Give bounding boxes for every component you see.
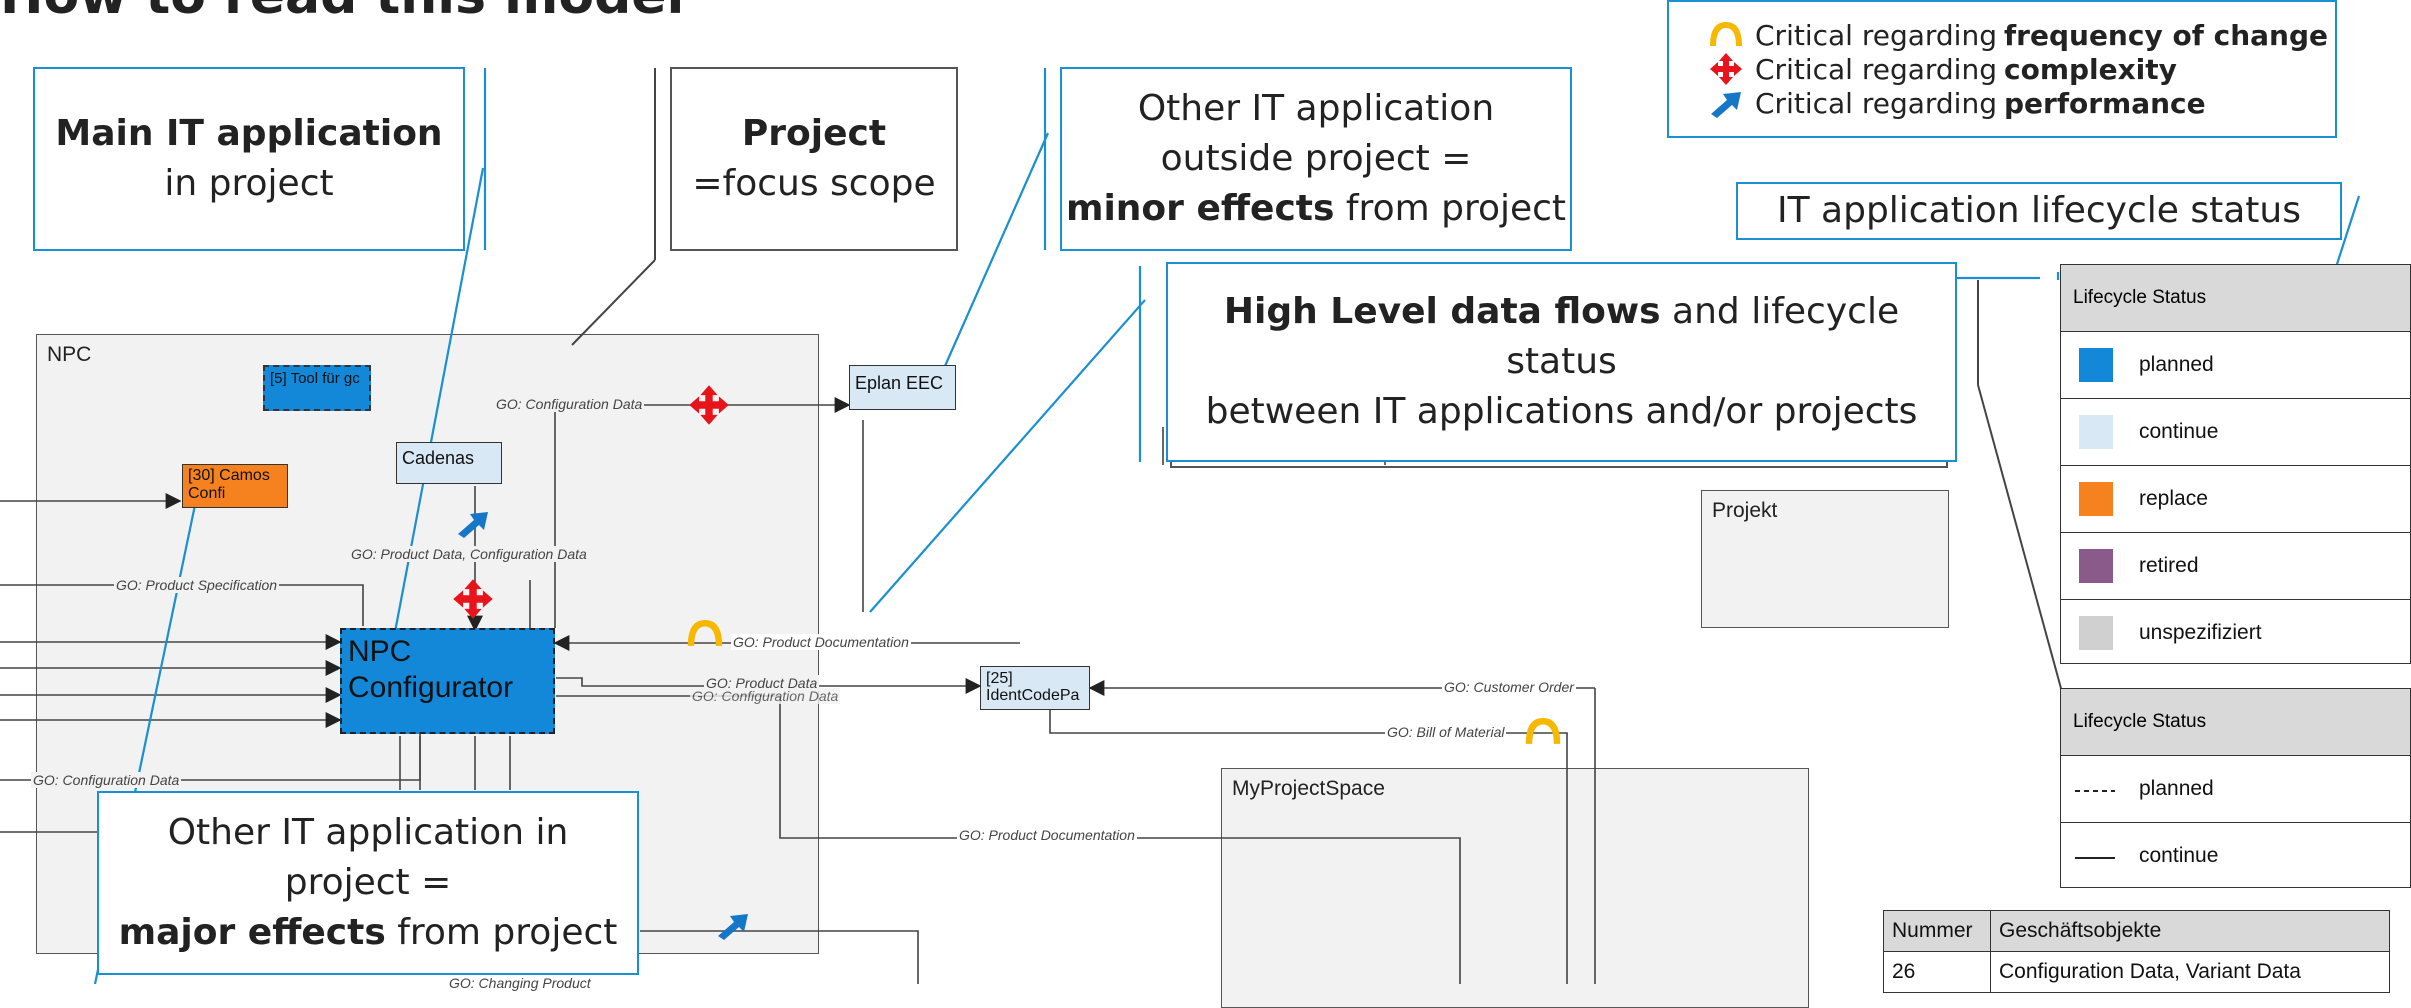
legend-row-retired: retired [2061,532,2410,599]
callout-project-line1: Project [741,113,887,154]
table-header-geschaeftsobjekte: Geschäftsobjekte [1990,910,2390,952]
critical-row-complexity: Critical regarding complexity [1710,52,2177,86]
callout-project-line2: =focus scope [692,163,936,204]
legend-row-line-planned: planned [2061,755,2410,822]
arc-icon [1710,22,1742,47]
business-objects-table: Nummer Geschäftsobjekte 26 Configuration… [1883,910,2390,993]
flow-bill-of-material: GO: Bill of Material [1385,724,1507,740]
flow-config-data-top: GO: Configuration Data [494,396,645,412]
legend-row-unspezifiziert: unspezifiziert [2061,599,2410,666]
callout-other-in-project: Other IT application in project = major … [97,791,639,975]
swatch-retired [2079,549,2113,583]
dashed-line-icon [2075,790,2115,792]
callout-lifecycle-label: IT application lifecycle status [1736,182,2342,240]
callout-main-it-application: Main IT application in project [33,67,465,251]
critical-row-frequency: Critical regarding frequency of change [1710,18,2328,52]
callout-in-bold: major effects [118,912,386,953]
myprojectspace-scope-label: MyProjectSpace [1232,777,1385,800]
legend-row-line-continue: continue [2061,822,2410,889]
flow-cut-bottom: GO: Changing Product [447,975,593,991]
callout-other-outside: Other IT application outside project = m… [1060,67,1572,251]
critical-legend: Critical regarding frequency of change C… [1667,0,2337,138]
callout-in-line2: project = [284,862,452,903]
critical-row-performance: Critical regarding performance [1711,86,2206,120]
legend-row-replace: replace [2061,465,2410,532]
callout-in-line1: Other IT application in [167,812,569,853]
callout-outside-line2: outside project = [1160,138,1472,179]
callout-main-line2: in project [164,163,334,204]
swatch-continue [2079,415,2113,449]
swatch-planned [2079,348,2113,382]
table-row: 26 Configuration Data, Variant Data [1883,951,2390,993]
arc-icon [687,620,723,646]
legend-row-continue: continue [2061,398,2410,465]
callout-project: Project =focus scope [670,67,958,251]
app-identcodepa[interactable]: [25] IdentCodePa [980,666,1090,710]
page-title: How to read this model [0,0,684,26]
npc-scope-label: NPC [47,343,92,366]
app-tool[interactable]: [5] Tool für gc [263,365,371,411]
lifecycle-legend-header: Lifecycle Status [2061,265,2410,331]
callout-high-level-bold: High Level data flows [1223,291,1661,332]
flow-config-data-left: GO: Configuration Data [31,772,182,788]
arrow-icon [458,512,488,538]
myprojectspace-scope[interactable]: MyProjectSpace [1221,768,1809,1008]
arrow-icon [718,914,748,940]
app-cadenas[interactable]: Cadenas [396,442,502,484]
cross-arrows-icon [689,385,729,425]
flow-customer-order: GO: Customer Order [1442,679,1576,695]
projekt-scope-label: Projekt [1712,499,1778,522]
arc-icon [1525,718,1561,744]
flow-product-doc-2: GO: Product Documentation [957,827,1137,843]
cross-arrows-icon [1710,53,1742,85]
app-npc-configurator[interactable]: NPC Configurator [340,628,555,734]
callout-in-rest: from project [385,912,618,953]
callout-high-level-line2: between IT applications and/or projects [1205,391,1918,432]
callout-outside-line1: Other IT application [1137,88,1495,129]
arrow-icon [1711,92,1741,118]
flow-product-config: GO: Product Data, Configuration Data [349,546,589,562]
projekt-scope[interactable]: Projekt [1701,490,1949,628]
flow-product-spec: GO: Product Specification [114,577,280,593]
line-legend-header: Lifecycle Status [2061,689,2410,755]
swatch-unspezifiziert [2079,616,2113,650]
swatch-replace [2079,482,2113,516]
legend-row-planned: planned [2061,331,2410,398]
app-eplan[interactable]: Eplan EEC [849,365,956,410]
app-camos[interactable]: [30] Camos Confi [182,464,288,508]
flow-config-data-mid: GO: Configuration Data [690,688,841,704]
line-status-legend: Lifecycle Status planned continue [2060,688,2411,888]
callout-outside-rest: from project [1334,188,1567,229]
callout-outside-bold: minor effects [1065,188,1335,229]
solid-line-icon [2075,857,2115,859]
lifecycle-status-legend: Lifecycle Status planned continue replac… [2060,264,2411,664]
table-header-nummer: Nummer [1883,910,1991,952]
callout-high-level-flows: High Level data flows and lifecycle stat… [1166,262,1957,462]
flow-product-data: GO: Product Data [704,675,820,691]
cross-arrows-icon [453,579,493,619]
callout-main-line1: Main IT application [55,113,443,154]
callout-high-level-rest: and lifecycle status [1506,291,1900,382]
flow-product-doc-1: GO: Product Documentation [731,634,911,650]
